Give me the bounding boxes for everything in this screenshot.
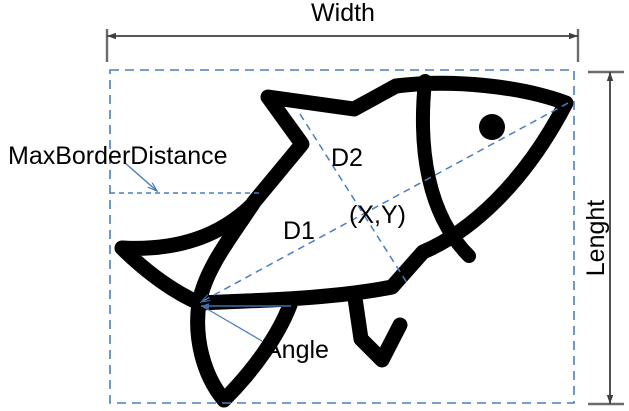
max-border-distance-annotation: MaxBorderDistance: [8, 142, 262, 194]
angle-annotation: Angle: [201, 303, 329, 364]
max-border-distance-label: MaxBorderDistance: [8, 142, 228, 170]
angle-leader: [201, 305, 263, 342]
fish-illustration: [114, 74, 574, 408]
width-label: Width: [311, 0, 375, 27]
d1-label: D1: [283, 217, 315, 245]
fish-body-outline: [191, 75, 574, 311]
fish-anal-fin: [347, 290, 408, 368]
d1-measure: D1: [201, 102, 569, 302]
lenght-dimension: Lenght: [582, 70, 624, 406]
fish-tail-lower-lobe: [190, 295, 298, 408]
centroid-label: (X,Y): [349, 201, 406, 229]
max-border-distance-leader: [123, 161, 157, 191]
d1-line: [201, 102, 569, 302]
d2-measure: D2: [299, 113, 410, 287]
width-dimension: Width: [105, 0, 580, 62]
d2-line: [299, 113, 410, 287]
angle-label: Angle: [265, 336, 329, 364]
fish-tail-upper-lobe: [114, 197, 260, 311]
bounding-box: [109, 69, 575, 404]
d2-label: D2: [331, 144, 363, 172]
fish-eye-icon: [479, 114, 505, 140]
lenght-label: Lenght: [582, 200, 610, 277]
centroid-annotation: (X,Y): [349, 201, 406, 229]
